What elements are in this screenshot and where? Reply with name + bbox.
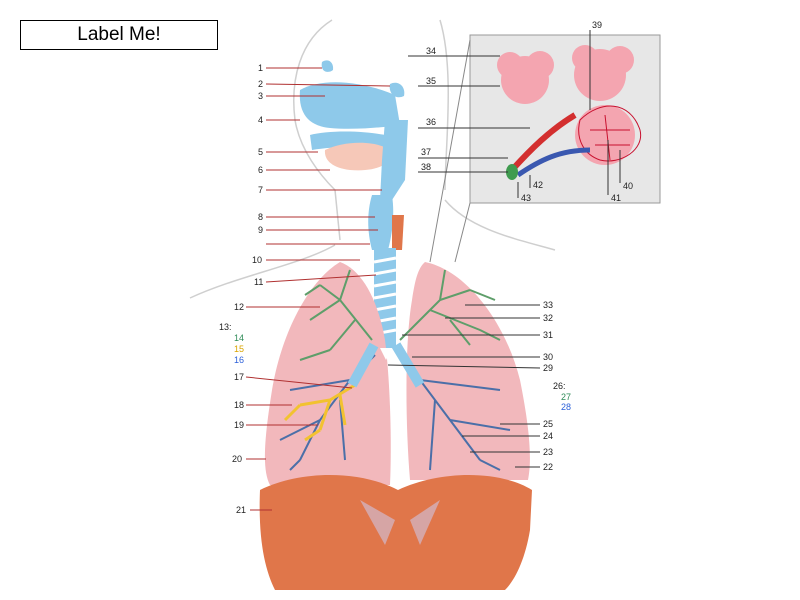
label-15: 15	[234, 344, 244, 354]
label-1: 1	[258, 63, 263, 73]
left-lung	[406, 262, 530, 480]
label-7: 7	[258, 185, 263, 195]
label-36: 36	[426, 117, 436, 127]
label-30: 30	[543, 352, 553, 362]
label-40: 40	[623, 181, 633, 191]
label-29: 29	[543, 363, 553, 373]
label-6: 6	[258, 165, 263, 175]
label-4: 4	[258, 115, 263, 125]
leader-lines-left	[245, 67, 391, 511]
esophagus	[392, 215, 404, 250]
right-lung	[264, 262, 391, 485]
carina	[380, 348, 392, 360]
label-32: 32	[543, 313, 553, 323]
label-21: 21	[236, 505, 246, 515]
label-13: 13:	[219, 322, 232, 332]
label-22: 22	[543, 462, 553, 472]
inset-pointer	[429, 39, 471, 263]
label-18: 18	[234, 400, 244, 410]
label-2: 2	[258, 79, 263, 89]
label-43: 43	[521, 193, 531, 203]
label-34: 34	[426, 46, 436, 56]
leader-lines-right	[387, 30, 621, 468]
label-24: 24	[543, 431, 553, 441]
label-3: 3	[258, 91, 263, 101]
label-26: 26:	[553, 381, 566, 391]
label-20: 20	[232, 454, 242, 464]
diaphragm-shadow	[360, 500, 440, 545]
label-8: 8	[258, 212, 263, 222]
label-11: 11	[254, 277, 263, 287]
sinus	[321, 60, 334, 72]
label-38: 38	[421, 162, 431, 172]
pulmonary-vessel-blue	[516, 147, 591, 178]
bronchial-tree-upper	[299, 269, 501, 361]
label-16: 16	[234, 355, 244, 365]
tongue	[324, 142, 392, 171]
bronchiole-green	[506, 164, 518, 180]
label-5: 5	[258, 147, 263, 157]
nasal-cavity	[299, 82, 400, 129]
label-19: 19	[234, 420, 244, 430]
label-37: 37	[421, 147, 431, 157]
bronchial-segment-yellow	[283, 383, 356, 442]
alveoli-clusters	[497, 45, 635, 165]
label-numbers: 1 2 3 4 5 6 7 8 9 10 11 12 13: 14 15 16 …	[219, 20, 633, 515]
larynx	[368, 195, 394, 250]
label-35: 35	[426, 76, 436, 86]
label-25: 25	[543, 419, 553, 429]
label-31: 31	[543, 330, 553, 340]
label-41: 41	[611, 193, 621, 203]
label-27: 27	[561, 392, 571, 402]
label-17: 17	[234, 372, 244, 382]
label-10: 10	[252, 255, 262, 265]
label-12: 12	[234, 302, 244, 312]
pulmonary-vessel-red	[509, 112, 577, 173]
label-39: 39	[592, 20, 602, 30]
title-box: Label Me!	[20, 20, 218, 50]
label-9: 9	[258, 225, 263, 235]
label-23: 23	[543, 447, 553, 457]
label-28: 28	[561, 402, 571, 412]
label-42: 42	[533, 180, 543, 190]
label-33: 33	[543, 300, 553, 310]
diaphragm	[259, 475, 532, 590]
sinus-2	[389, 82, 405, 98]
label-14: 14	[234, 333, 244, 343]
pharynx	[380, 120, 408, 200]
